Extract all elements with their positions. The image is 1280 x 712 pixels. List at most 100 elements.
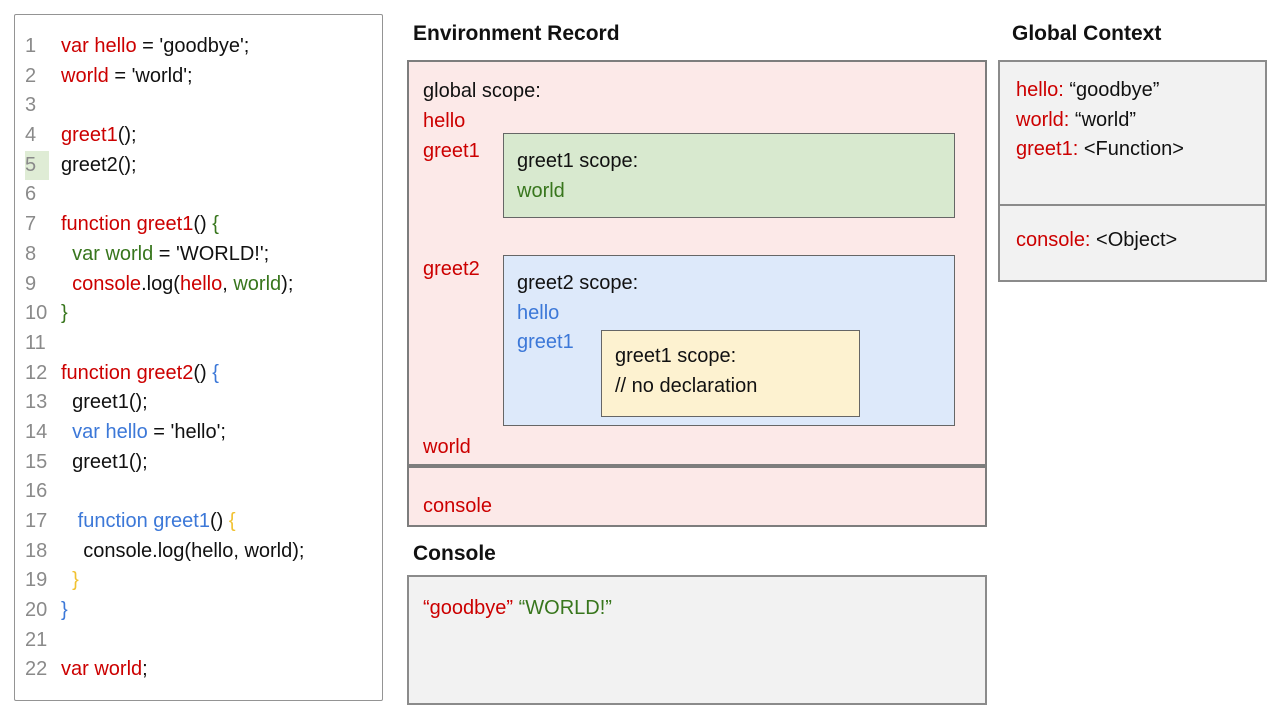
code-line-7: 7 function greet1() { — [15, 210, 382, 240]
greet1-scope-var-world: world — [517, 179, 565, 202]
greet2-scope-box: greet2 scope: hello greet1 greet1 scope:… — [503, 255, 955, 426]
global-context-row: world: “world” — [1016, 106, 1265, 136]
code-text: greet1(); — [61, 391, 148, 414]
code-line-15: 15 greet1(); — [15, 448, 382, 478]
line-number: 4 — [25, 124, 37, 147]
variable-value: <Object> — [1090, 229, 1178, 251]
line-number: 6 — [25, 183, 37, 206]
code-text: } — [61, 569, 79, 592]
code-line-18: 18 console.log(hello, world); — [15, 537, 382, 567]
line-number: 18 — [25, 539, 48, 562]
code-line-20: 20} — [15, 596, 382, 626]
global-context-title: Global Context — [1012, 22, 1162, 45]
global-context-row: console: <Object> — [1016, 226, 1265, 256]
line-number: 9 — [25, 272, 37, 295]
global-scope-box: global scope: hello greet1 greet2 world … — [407, 60, 987, 466]
line-number: 3 — [25, 94, 37, 117]
code-text: function greet1() { — [61, 510, 236, 532]
code-text: var world; — [61, 658, 148, 681]
global-scope-console-row: console — [407, 466, 987, 527]
line-number: 12 — [25, 361, 48, 384]
greet2-scope-label: greet2 scope: — [517, 272, 639, 294]
global-var-world: world — [423, 436, 471, 458]
code-line-21: 21 — [15, 626, 382, 656]
variable-name: console: — [1016, 229, 1091, 251]
global-context-variables-box: hello: “goodbye”world: “world”greet1: <F… — [998, 60, 1267, 206]
line-number: 14 — [25, 420, 48, 443]
console-title: Console — [413, 542, 496, 565]
environment-record-title: Environment Record — [413, 22, 620, 45]
global-var-console: console — [423, 495, 492, 517]
code-line-13: 13 greet1(); — [15, 388, 382, 418]
inner-greet1-scope-box: greet1 scope: // no declaration — [601, 330, 860, 417]
code-line-19: 19 } — [15, 566, 382, 596]
code-text: greet1(); — [61, 450, 148, 473]
variable-value: “world” — [1069, 108, 1137, 131]
line-number: 2 — [25, 64, 37, 87]
global-context-console-box: console: <Object> — [998, 204, 1267, 282]
global-scope-label: global scope: — [423, 80, 541, 102]
code-text: console.log(hello, world); — [61, 272, 294, 295]
global-var-hello: hello — [423, 110, 466, 132]
code-text: greet1(); — [61, 124, 137, 147]
code-line-22: 22 var world; — [15, 655, 382, 685]
inner-greet1-scope-label: greet1 scope: — [615, 345, 737, 367]
code-text: world = 'world'; — [61, 64, 193, 87]
inner-greet1-scope-comment: // no declaration — [615, 374, 758, 397]
code-line-2: 2 world = 'world'; — [15, 62, 382, 92]
line-number: 22 — [25, 658, 48, 681]
global-var-greet2: greet2 — [423, 258, 480, 280]
line-number: 5 — [15, 150, 61, 181]
code-line-3: 3 — [15, 91, 382, 121]
code-text: var hello = 'hello'; — [61, 420, 226, 443]
console-output-box: “goodbye” “WORLD!” — [407, 575, 987, 705]
code-line-17: 17 function greet1() { — [15, 507, 382, 537]
code-text: } — [61, 302, 68, 325]
code-line-9: 9 console.log(hello, world); — [15, 270, 382, 300]
line-number: 21 — [25, 628, 48, 651]
code-text: var hello = 'goodbye'; — [61, 35, 250, 57]
greet2-scope-var-hello: hello — [517, 301, 560, 324]
code-text: var world = 'WORLD!'; — [61, 242, 270, 265]
line-number: 13 — [25, 391, 48, 414]
code-line-11: 11 — [15, 329, 382, 359]
variable-name: greet1: — [1016, 138, 1079, 160]
console-log-value: “WORLD!” — [513, 597, 612, 619]
greet1-scope-box: greet1 scope: world — [503, 133, 955, 218]
code-text: console.log(hello, world); — [61, 539, 305, 562]
variable-value: <Function> — [1078, 138, 1184, 160]
line-number: 7 — [25, 213, 37, 236]
code-text: function greet2() { — [61, 361, 219, 384]
code-line-6: 6 — [15, 180, 382, 210]
code-text: } — [61, 599, 68, 622]
code-text: function greet1() { — [61, 213, 219, 236]
line-number: 17 — [25, 510, 48, 532]
line-number: 19 — [25, 569, 48, 592]
console-log-value: “goodbye” — [423, 597, 514, 619]
code-line-8: 8 var world = 'WORLD!'; — [15, 240, 382, 270]
line-number: 16 — [25, 480, 48, 503]
variable-name: world: — [1016, 108, 1070, 131]
global-var-greet1: greet1 — [423, 140, 480, 162]
line-number: 8 — [25, 242, 37, 265]
code-line-16: 16 — [15, 477, 382, 507]
code-text: greet2(); — [61, 153, 137, 176]
code-line-10: 10} — [15, 299, 382, 329]
greet2-scope-var-greet1: greet1 — [517, 331, 574, 353]
global-context-row: greet1: <Function> — [1016, 135, 1265, 165]
line-number: 15 — [25, 450, 48, 473]
line-number: 20 — [25, 599, 48, 622]
variable-name: hello: — [1016, 79, 1064, 101]
line-number: 11 — [25, 331, 46, 354]
code-line-4: 4 greet1(); — [15, 121, 382, 151]
variable-value: “goodbye” — [1063, 79, 1160, 101]
code-line-14: 14 var hello = 'hello'; — [15, 418, 382, 448]
greet1-scope-label: greet1 scope: — [517, 150, 639, 172]
code-line-12: 12 function greet2() { — [15, 359, 382, 389]
global-context-row: hello: “goodbye” — [1016, 76, 1265, 106]
line-number: 10 — [25, 302, 48, 325]
